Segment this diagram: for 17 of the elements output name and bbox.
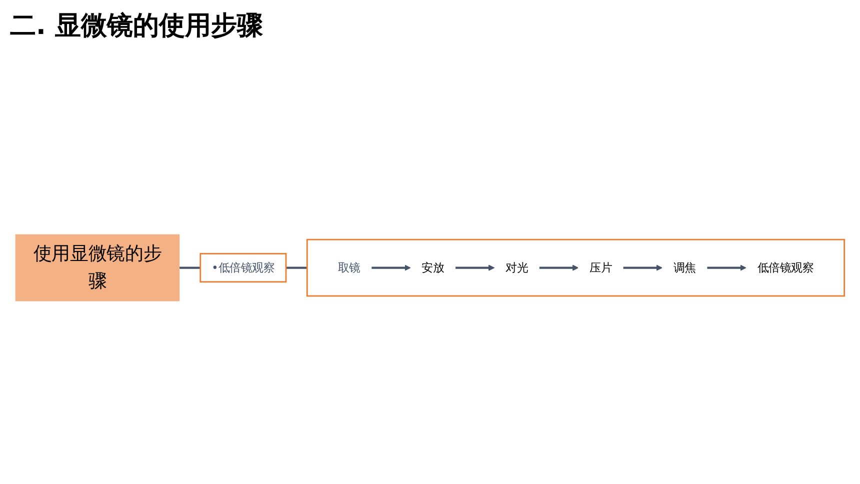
connector <box>286 266 308 269</box>
node-text: 取镜 <box>338 260 360 274</box>
node-text: 调焦 <box>673 260 696 274</box>
node-text: 低倍镜观察 <box>757 260 814 274</box>
arrow <box>456 264 495 271</box>
arrow <box>623 264 662 271</box>
node-box: •低倍镜观察 <box>200 252 287 282</box>
arrow <box>372 264 411 271</box>
node-box: 使用显微镜的步骤 <box>15 234 180 301</box>
node-text: 对光 <box>506 260 528 274</box>
title: 二. 显微镜的使用步骤 <box>10 10 263 43</box>
cluster <box>306 238 846 296</box>
node-text: 安放 <box>422 260 444 274</box>
node-text: 压片 <box>589 260 612 274</box>
arrow <box>539 264 578 271</box>
arrow <box>707 264 746 271</box>
connector <box>179 266 200 269</box>
